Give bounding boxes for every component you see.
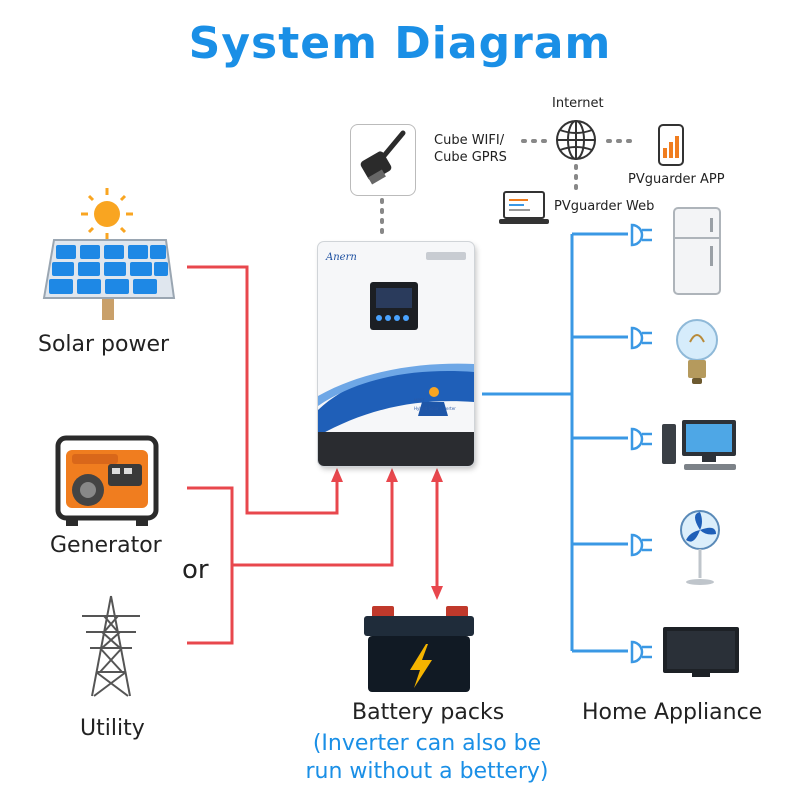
certification-marks [426, 252, 466, 260]
ac-input-arrow [386, 468, 398, 482]
battery-arrow-up [431, 468, 443, 482]
utility-pylon-icon [82, 595, 140, 697]
desktop-computer-icon [662, 420, 736, 470]
inverter-brand: Anern [326, 252, 357, 263]
internet-label: Internet [552, 96, 604, 111]
plug-icons [630, 223, 652, 664]
inverter-base [318, 432, 474, 466]
hybrid-inverter: Anern MPPT Hybrid Solar Inverter [318, 242, 474, 466]
panel-text-2: Hybrid Solar Inverter [414, 406, 456, 411]
light-bulb-icon [676, 319, 718, 384]
inverter-swoosh [318, 363, 474, 436]
generator-icon [55, 435, 159, 526]
refrigerator-icon [673, 207, 721, 295]
load-branches [572, 232, 628, 653]
app-label: PVguarder APP [628, 172, 725, 187]
solar-label: Solar power [38, 332, 170, 357]
web-label: PVguarder Web [554, 199, 655, 214]
utility-label: Utility [80, 716, 145, 741]
or-label: or [182, 555, 209, 585]
battery-arrow-down [431, 586, 443, 600]
phone-icon [658, 124, 684, 166]
page-title: System Diagram [188, 18, 612, 69]
globe-icon [556, 120, 596, 160]
television-icon [663, 627, 739, 677]
solar-panel-icon [42, 188, 176, 320]
fan-icon [680, 510, 720, 585]
battery-note-line-2: run without a bettery) [305, 759, 549, 784]
home-appliance-label: Home Appliance [582, 700, 763, 725]
monitoring-links [380, 139, 636, 242]
solar-wire [187, 265, 339, 515]
inverter-display [370, 282, 418, 330]
wifi-module-label: Cube WIFI/ Cube GPRS [434, 133, 507, 165]
battery-label: Battery packs [352, 700, 505, 725]
wifi-module [350, 124, 416, 196]
wifi-dongle-icon [360, 130, 406, 185]
generator-label: Generator [50, 533, 162, 558]
ac-input-wire [232, 480, 394, 567]
laptop-icon [499, 191, 549, 224]
battery-note-line-1: (Inverter can also be [312, 731, 542, 756]
battery-note: (Inverter can also be run without a bett… [296, 730, 558, 786]
battery-icon [364, 606, 474, 692]
solar-arrow [331, 468, 343, 482]
panel-text-1: MPPT [414, 398, 425, 403]
